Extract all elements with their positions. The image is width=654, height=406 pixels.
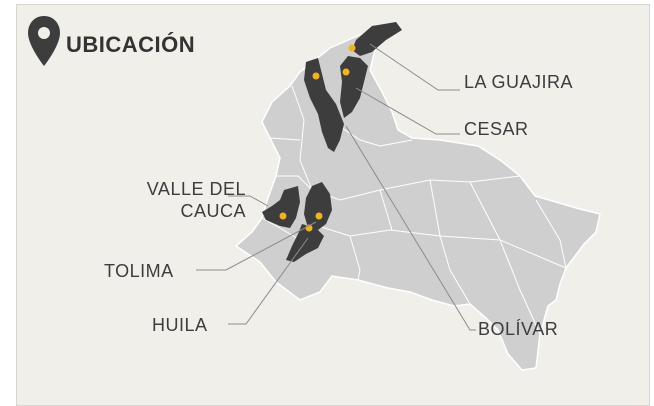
marker-tolima — [315, 212, 323, 220]
leader-lines — [196, 43, 476, 331]
marker-valle-del-cauca — [279, 212, 287, 220]
leader-tolima — [196, 221, 317, 271]
region-bolivar — [304, 58, 344, 152]
label-la-guajira: LA GUAJIRA — [464, 72, 574, 92]
label-valle-del-cauca: VALLE DEL CAUCA — [96, 178, 246, 222]
department-borders — [261, 85, 567, 335]
marker-bolivar — [312, 72, 320, 80]
label-tolima: TOLIMA — [104, 261, 174, 281]
leader-huila — [228, 237, 309, 325]
page-title: UBICACIÓN — [66, 32, 196, 57]
leader-cesar — [355, 87, 460, 135]
label-bolivar: BOLÍVAR — [478, 319, 559, 339]
location-pin-icon — [28, 16, 60, 66]
label-valle-line2: CAUCA — [180, 201, 246, 221]
region-valle-del-cauca — [262, 186, 300, 228]
label-huila: HUILA — [152, 315, 208, 335]
marker-cesar — [342, 68, 350, 76]
region-la-guajira — [352, 22, 402, 56]
label-cesar: CESAR — [464, 119, 529, 139]
leader-valle — [228, 195, 269, 207]
leader-la-guajira — [369, 43, 460, 91]
region-tolima — [304, 182, 332, 230]
marker-la-guajira — [348, 44, 356, 52]
leader-bolivar — [345, 125, 476, 331]
label-valle-line1: VALLE DEL — [146, 179, 246, 199]
